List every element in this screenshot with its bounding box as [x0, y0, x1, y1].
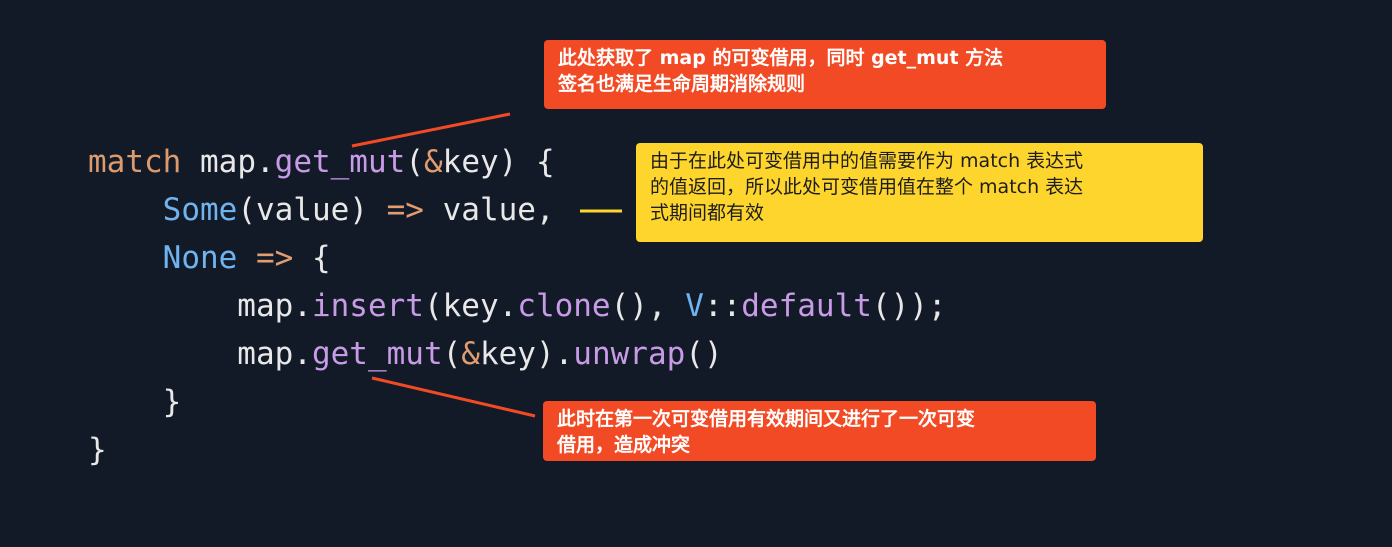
- connector-top: [351, 112, 511, 148]
- annotation-bottom: 此时在第一次可变借用有效期间又进行了一次可变 借用，造成冲突: [543, 401, 1096, 461]
- annotation-middle-line-2: 的值返回，所以此处可变借用值在整个 match 表达: [650, 176, 1084, 198]
- code-line-5: map.get_mut(&key).unwrap(): [88, 336, 723, 372]
- annotation-middle-line-3: 式期间都有效: [650, 202, 765, 224]
- annotation-top-line-1: 此处获取了 map 的可变借用，同时 get_mut 方法: [558, 47, 1004, 69]
- annotation-top: 此处获取了 map 的可变借用，同时 get_mut 方法 签名也满足生命周期消…: [544, 40, 1106, 109]
- connector-bottom: [371, 376, 536, 418]
- annotation-bottom-line-1: 此时在第一次可变借用有效期间又进行了一次可变: [557, 408, 976, 430]
- annotation-middle: 由于在此处可变借用中的值需要作为 match 表达式 的值返回，所以此处可变借用…: [636, 143, 1203, 242]
- annotation-top-line-2: 签名也满足生命周期消除规则: [558, 73, 806, 95]
- code-line-7: }: [88, 432, 107, 468]
- code-line-1: match map.get_mut(&key) {: [88, 144, 555, 180]
- code-line-3: None => {: [162, 240, 331, 276]
- annotation-middle-line-1: 由于在此处可变借用中的值需要作为 match 表达式: [650, 150, 1084, 172]
- code-line-6: }: [88, 384, 182, 420]
- code-line-2: Some(value) => value,: [162, 192, 555, 228]
- code-line-4: map.insert(key.clone(), V::default());: [88, 288, 947, 324]
- annotation-bottom-line-2: 借用，造成冲突: [557, 434, 691, 456]
